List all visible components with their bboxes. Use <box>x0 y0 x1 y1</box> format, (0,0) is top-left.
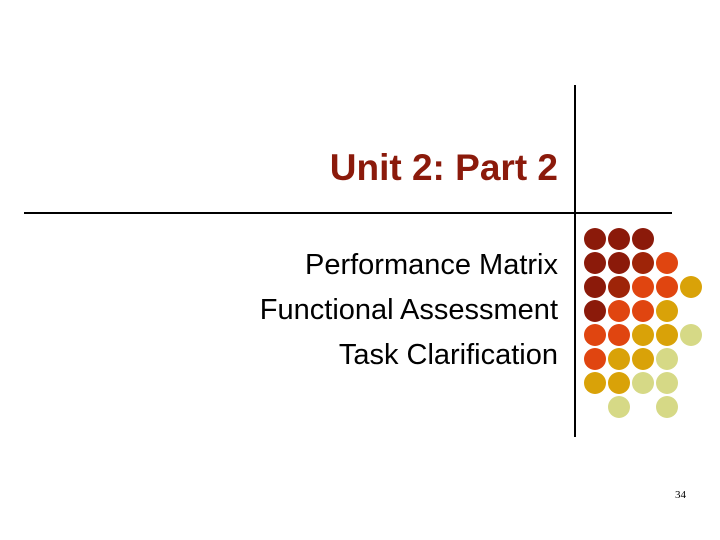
decorative-dot <box>584 324 606 346</box>
decorative-dot <box>608 228 630 250</box>
decorative-dot <box>608 300 630 322</box>
decorative-dot <box>584 300 606 322</box>
decorative-dot <box>680 276 702 298</box>
decorative-dot <box>632 372 654 394</box>
horizontal-divider-rule <box>24 212 672 214</box>
decorative-dot <box>632 324 654 346</box>
decorative-dot <box>680 324 702 346</box>
page-number: 34 <box>675 489 686 501</box>
decorative-dot <box>584 348 606 370</box>
decorative-dot <box>632 228 654 250</box>
decorative-dot <box>608 324 630 346</box>
body-line-2: Functional Assessment <box>259 294 558 326</box>
decorative-dot <box>632 300 654 322</box>
dot-matrix-decoration <box>584 228 702 418</box>
decorative-dot <box>656 324 678 346</box>
decorative-dot <box>656 348 678 370</box>
decorative-dot <box>632 348 654 370</box>
decorative-dot <box>608 372 630 394</box>
decorative-dot <box>584 228 606 250</box>
decorative-dot <box>656 396 678 418</box>
decorative-dot <box>632 252 654 274</box>
slide-body-text: Performance Matrix Functional Assessment… <box>40 243 558 378</box>
decorative-dot <box>584 276 606 298</box>
decorative-dot <box>656 276 678 298</box>
page-title: Unit 2: Part 2 <box>329 147 558 188</box>
decorative-dot <box>656 252 678 274</box>
decorative-dot <box>608 396 630 418</box>
decorative-dot <box>656 372 678 394</box>
body-line-3: Task Clarification <box>338 339 558 371</box>
decorative-dot <box>656 300 678 322</box>
decorative-dot <box>584 252 606 274</box>
vertical-divider-rule <box>574 85 576 437</box>
decorative-dot <box>608 348 630 370</box>
body-line-1: Performance Matrix <box>304 249 558 281</box>
decorative-dot <box>584 372 606 394</box>
decorative-dot <box>608 276 630 298</box>
decorative-dot <box>632 276 654 298</box>
decorative-dot <box>608 252 630 274</box>
